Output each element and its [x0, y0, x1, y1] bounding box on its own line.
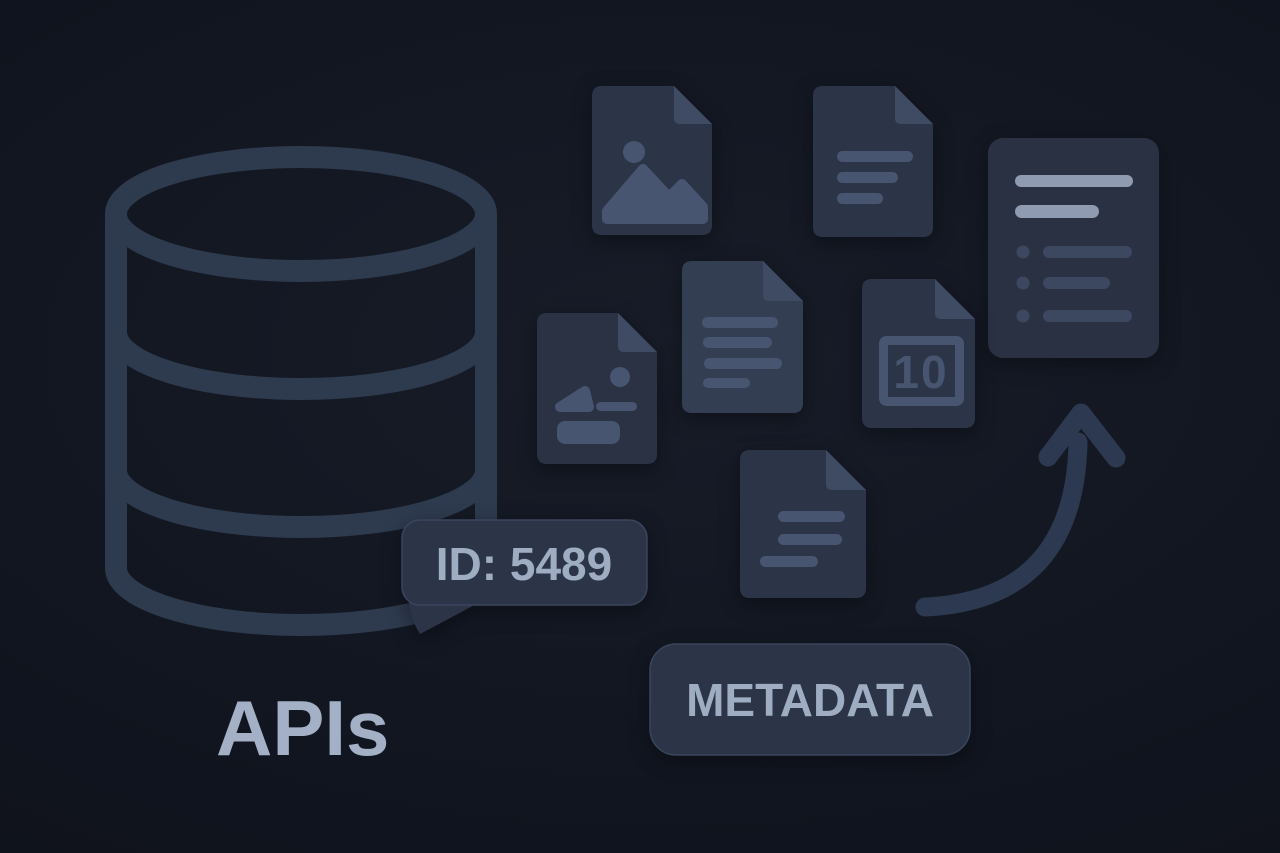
metadata-badge-label: METADATA [686, 674, 934, 726]
folded-corner [674, 86, 712, 124]
database-band-1 [105, 331, 497, 400]
folded-corner [826, 450, 866, 490]
text-line [837, 172, 898, 183]
text-line [837, 193, 883, 204]
text-file-icon-top [813, 86, 933, 237]
text-line [702, 317, 778, 328]
folded-corner [618, 313, 657, 352]
card-title-bar [1015, 175, 1133, 187]
photo-sun-dot [623, 141, 645, 163]
text-line [778, 534, 842, 545]
database-label: APIs [216, 684, 389, 772]
id-badge-background [401, 519, 648, 606]
bullet-dot [1016, 309, 1030, 323]
database-top-ellipse [105, 146, 497, 282]
folded-corner [763, 261, 803, 301]
text-line [704, 358, 782, 369]
bullet-dot [1016, 276, 1030, 290]
text-line [703, 378, 750, 388]
text-line [778, 511, 845, 522]
photo-mountains [602, 164, 708, 224]
arrow-head [1038, 403, 1126, 468]
id-badge-label: ID: 5489 [436, 538, 612, 590]
metadata-badge: METADATA [649, 643, 971, 756]
curved-arrow-icon [915, 403, 1126, 617]
bullet-dot [1016, 245, 1030, 259]
metadata-badge-background [649, 643, 971, 756]
io-file-label: 10 [893, 346, 948, 398]
folded-corner [895, 86, 933, 124]
text-line [760, 556, 818, 567]
database-band-2 [105, 469, 497, 538]
bullet-line [1043, 277, 1110, 289]
photo-hill [555, 386, 594, 412]
content-block [557, 421, 620, 444]
image-file-icon [592, 86, 712, 235]
bullet-line [1043, 246, 1132, 258]
io-frame [879, 336, 964, 406]
text-line [837, 151, 913, 162]
text-file-icon-bottom [740, 450, 866, 598]
folded-corner [935, 279, 975, 319]
io-file-icon: 10 [862, 279, 975, 428]
image-text-file-icon [537, 313, 657, 464]
caption-line [596, 402, 637, 411]
card-subtitle-bar [1015, 205, 1099, 218]
arrow-shaft [915, 432, 1088, 617]
id-badge: ID: 5489 [401, 519, 648, 634]
bullet-line [1043, 310, 1132, 322]
document-list-card-icon [988, 138, 1159, 358]
text-file-icon-middle [682, 261, 803, 413]
text-line [703, 337, 772, 348]
photo-sun-dot [610, 367, 630, 387]
